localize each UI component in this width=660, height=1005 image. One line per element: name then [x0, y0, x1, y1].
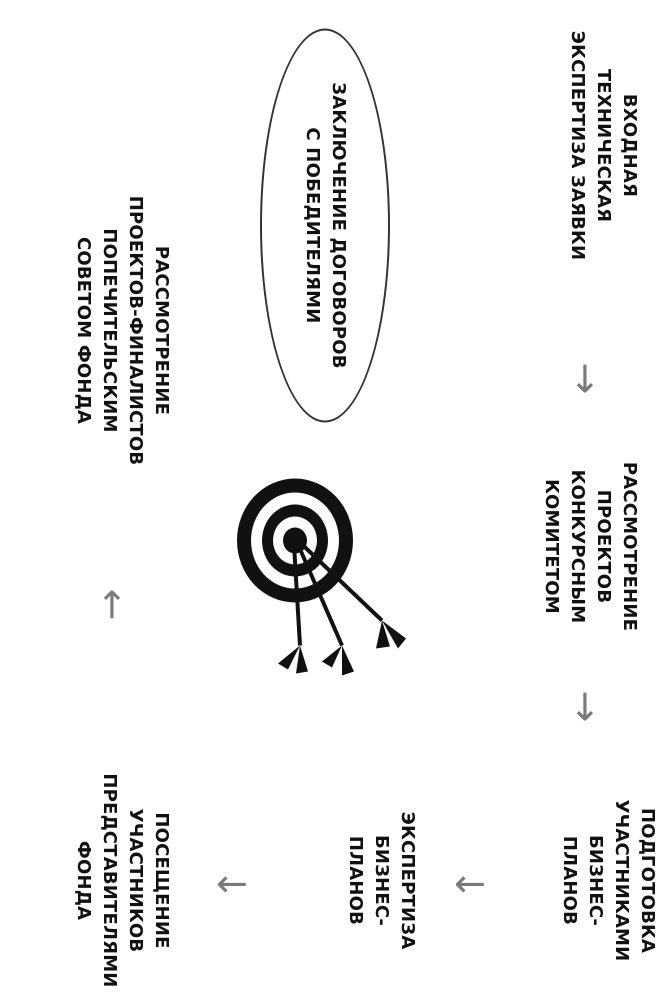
arrow-step5-to-step6: ← — [91, 588, 135, 620]
target-with-darts-icon — [237, 478, 406, 675]
step-board-review: РАССМОТРЕНИЕ ПРОЕКТОВ-ФИНАЛИСТОВ ПОПЕЧИТ… — [73, 195, 172, 465]
step-committee-review: РАССМОТРЕНИЕ ПРОЕКТОВ КОНКУРСНЫМ КОМИТЕТ… — [541, 461, 640, 631]
arrow-step2-to-step3: → — [564, 690, 608, 722]
step-input-technical-expertise: ВХОДНАЯ ТЕХНИЧЕСКАЯ ЭКСПЕРТИЗА ЗАЯВКИ — [567, 30, 640, 260]
arrow-step4-to-step5: ↓ — [209, 868, 253, 900]
final-oval: ЗАКЛЮЧЕНИЕ ДОГОВОРОВ С ПОБЕДИТЕЛЯМИ — [260, 28, 390, 422]
arrow-step1-to-step2: → — [564, 362, 608, 394]
arrow-step3-to-step4: ↓ — [447, 868, 491, 900]
step-contract-conclusion: ЗАКЛЮЧЕНИЕ ДОГОВОРОВ С ПОБЕДИТЕЛЯМИ — [302, 81, 349, 369]
step-fund-visit: ПОСЕЩЕНИЕ УЧАСТНИКОВ ПРЕДСТАВИТЕЛЯМИ ФОН… — [73, 772, 172, 988]
step-business-plan-expertise: ЭКСПЕРТИЗА БИЗНЕС- ПЛАНОВ — [345, 811, 418, 949]
step-business-plan-preparation: ПОДГОТОВКА УЧАСТНИКАМИ БИЗНЕС- ПЛАНОВ — [559, 799, 658, 961]
